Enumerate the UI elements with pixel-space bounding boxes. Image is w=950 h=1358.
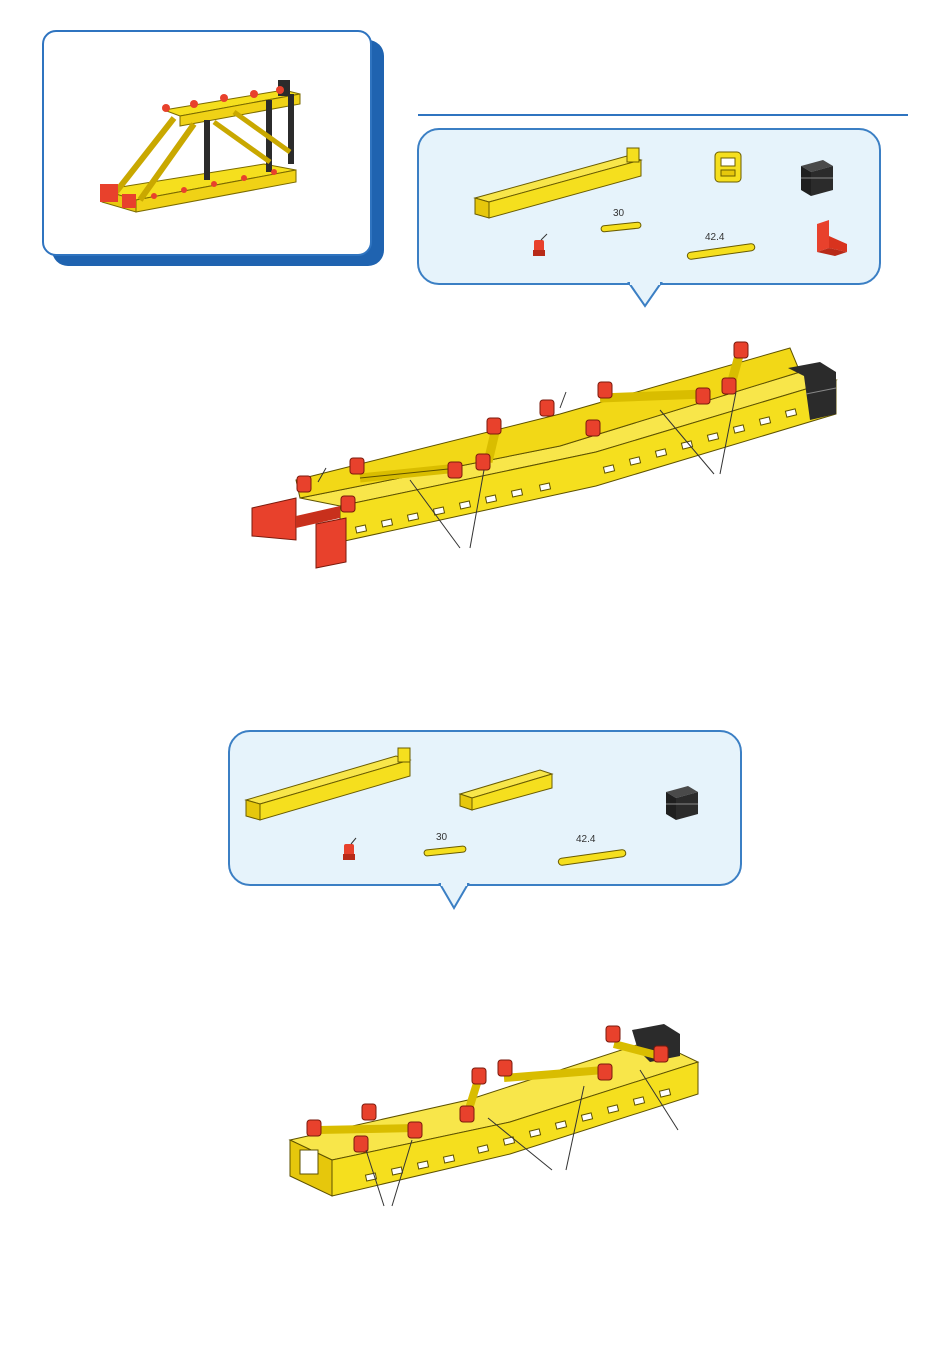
- assembly-step-2-illustration: [0, 0, 950, 1358]
